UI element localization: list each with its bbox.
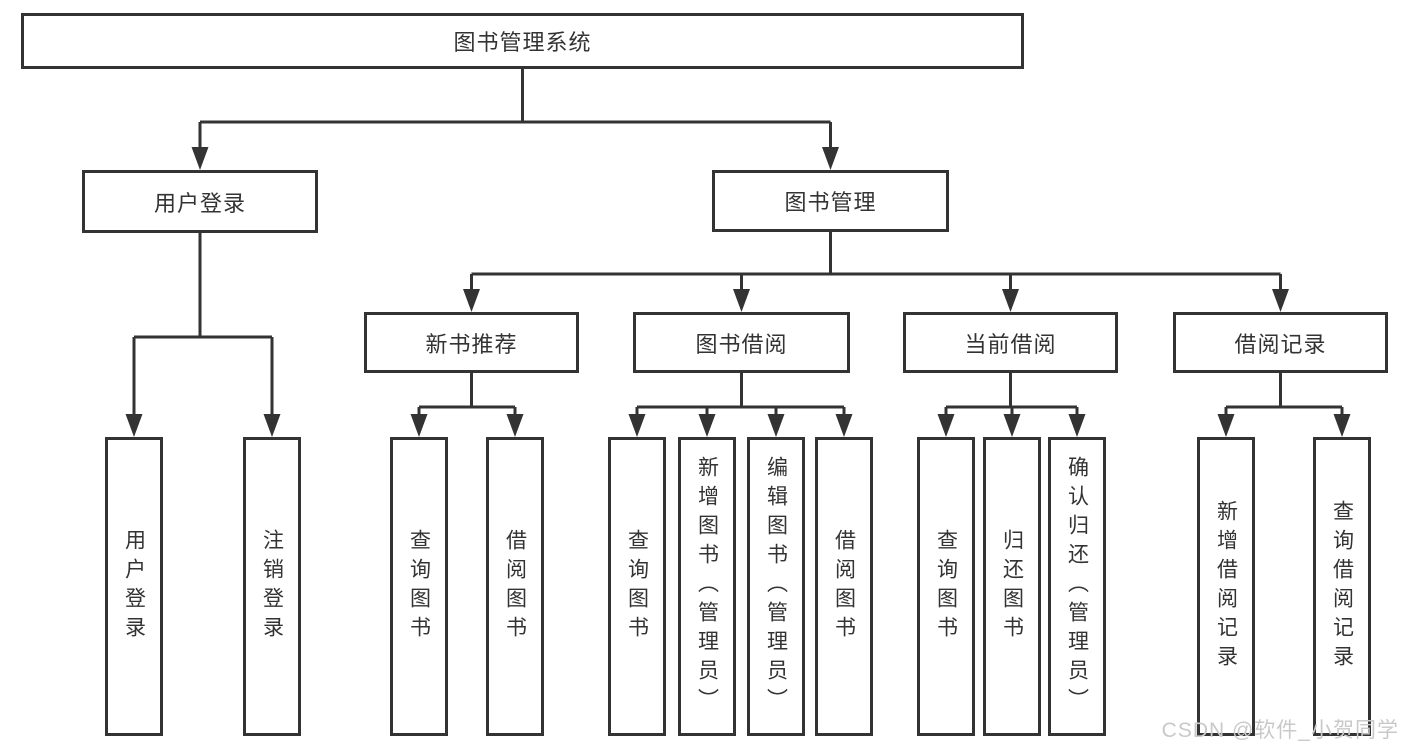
leaf-query-borrow-record: 查询借阅记录 <box>1313 437 1371 736</box>
arrow-icon <box>1002 289 1019 312</box>
leaf-query-books-borrowing: 查询图书 <box>608 437 666 736</box>
arrow-icon <box>191 147 209 170</box>
arrow-icon <box>1068 414 1086 437</box>
arrow-icon <box>822 147 839 170</box>
connector-lines <box>132 69 1344 420</box>
arrow-icon <box>733 289 750 312</box>
arrow-icon <box>263 414 281 437</box>
connector-root-to-level2 <box>198 69 832 152</box>
leaf-borrow-books: 借阅图书 <box>815 437 873 736</box>
connector-user-login-to-leaves <box>132 233 274 420</box>
connector-records-to-leaves <box>1224 373 1344 420</box>
arrow-icon <box>767 414 785 437</box>
node-book-management: 图书管理 <box>712 170 949 232</box>
connector-current-borrow-to-leaves <box>944 373 1079 420</box>
arrow-icon <box>506 414 524 437</box>
connector-book-borrow-to-leaves <box>635 373 846 420</box>
leaf-logout: 注销登录 <box>243 437 301 736</box>
leaf-user-login: 用户登录 <box>105 437 163 736</box>
connector-book-mgmt-to-level3 <box>470 232 1282 294</box>
leaf-query-books-recommend: 查询图书 <box>390 437 448 736</box>
node-user-login: 用户登录 <box>82 170 318 233</box>
arrow-icon <box>125 414 143 437</box>
node-book-borrowing: 图书借阅 <box>633 312 850 373</box>
leaf-confirm-return-admin: 确认归还（管理员） <box>1048 437 1106 736</box>
arrow-icon <box>628 414 646 437</box>
arrow-icon <box>1272 289 1289 312</box>
arrow-icon <box>1217 414 1235 437</box>
node-library-management-system: 图书管理系统 <box>21 13 1024 69</box>
leaf-edit-book-admin: 编辑图书（管理员） <box>747 437 805 736</box>
watermark: CSDN @软件_小贺同学 <box>1161 719 1399 742</box>
node-current-borrowing: 当前借阅 <box>903 312 1118 373</box>
arrow-icon <box>937 414 955 437</box>
leaf-query-books-current: 查询图书 <box>917 437 975 736</box>
arrowheads <box>125 147 1351 437</box>
arrow-icon <box>410 414 428 437</box>
node-borrowing-records: 借阅记录 <box>1173 312 1388 373</box>
node-new-book-recommend: 新书推荐 <box>364 312 579 373</box>
leaf-borrow-books-recommend: 借阅图书 <box>486 437 544 736</box>
arrow-icon <box>1333 414 1351 437</box>
connector-new-rec-to-leaves <box>417 373 517 420</box>
arrow-icon <box>698 414 716 437</box>
leaf-add-book-admin: 新增图书（管理员） <box>678 437 736 736</box>
arrow-icon <box>1003 414 1021 437</box>
arrow-icon <box>835 414 853 437</box>
arrow-icon <box>463 289 480 312</box>
leaf-add-borrow-record: 新增借阅记录 <box>1197 437 1255 736</box>
leaf-return-books: 归还图书 <box>983 437 1041 736</box>
